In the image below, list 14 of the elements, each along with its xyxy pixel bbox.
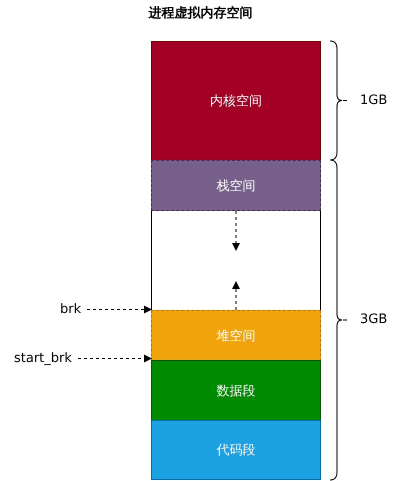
diagram-title: 进程虚拟内存空间: [147, 4, 254, 22]
memory-segment: 栈空间: [151, 160, 321, 211]
arrow: [78, 354, 152, 362]
memory-segment: 内核空间: [151, 41, 321, 161]
size-label: 1GB: [360, 92, 388, 108]
size-label: 3GB: [360, 312, 388, 327]
arrow: [232, 281, 240, 310]
memory-segment: 代码段: [151, 420, 321, 480]
memory-segment: 堆空间: [151, 310, 321, 361]
arrow: [232, 210, 240, 251]
arrow: [86, 306, 152, 314]
pointer-label: brk: [60, 302, 82, 317]
memory-segment: 数据段: [151, 360, 321, 421]
pointer-label: start_brk: [14, 351, 72, 366]
